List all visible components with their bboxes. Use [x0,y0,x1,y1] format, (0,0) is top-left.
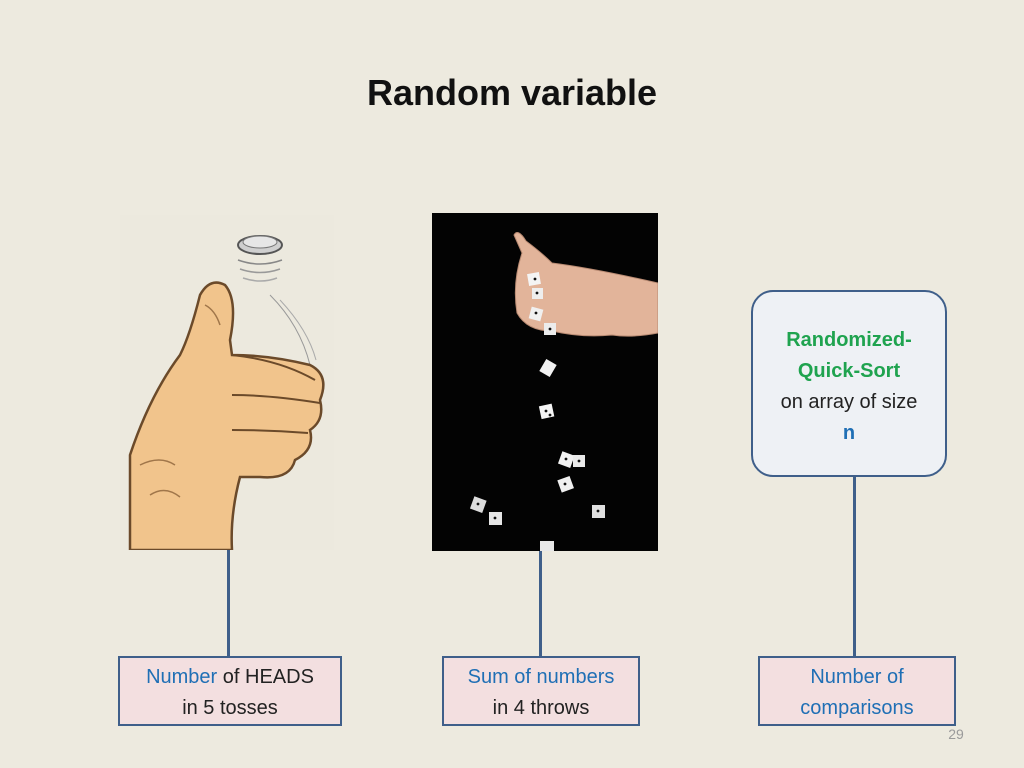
coin-label-line1: Number of HEADS [120,662,340,693]
dice-hand-icon [469,232,658,551]
coin-label-highlight: Number [146,666,218,688]
quicksort-label-box: Number of comparisons [758,656,956,726]
slide-title: Random variable [366,72,658,113]
quicksort-label-line2: comparisons [800,697,914,719]
coin-label-rest: of HEADS [217,666,314,688]
thumb-coin-icon [128,235,325,550]
dice-throw-image [432,213,658,551]
coin-flip-image [120,215,334,550]
quicksort-line1: Randomized- [786,329,912,351]
coin-label-line2: in 5 tosses [182,697,278,719]
dice-label-line2: in 4 throws [492,697,590,719]
quicksort-connector-line [853,477,856,656]
coin-connector-line [227,550,230,656]
page-number: 29 [948,726,964,742]
quicksort-line3: on array of size [780,391,918,413]
quicksort-label-line1: Number of [810,666,904,688]
coin-label-box: Number of HEADS in 5 tosses [118,656,342,726]
quicksort-line4: n [842,422,856,444]
dice-label-box: Sum of numbers in 4 throws [442,656,640,726]
dice-connector-line [539,551,542,656]
quicksort-line2: Quick-Sort [797,360,901,382]
quicksort-box: Randomized- Quick-Sort on array of size … [751,290,947,477]
dice-label-line1: Sum of numbers [467,666,615,688]
